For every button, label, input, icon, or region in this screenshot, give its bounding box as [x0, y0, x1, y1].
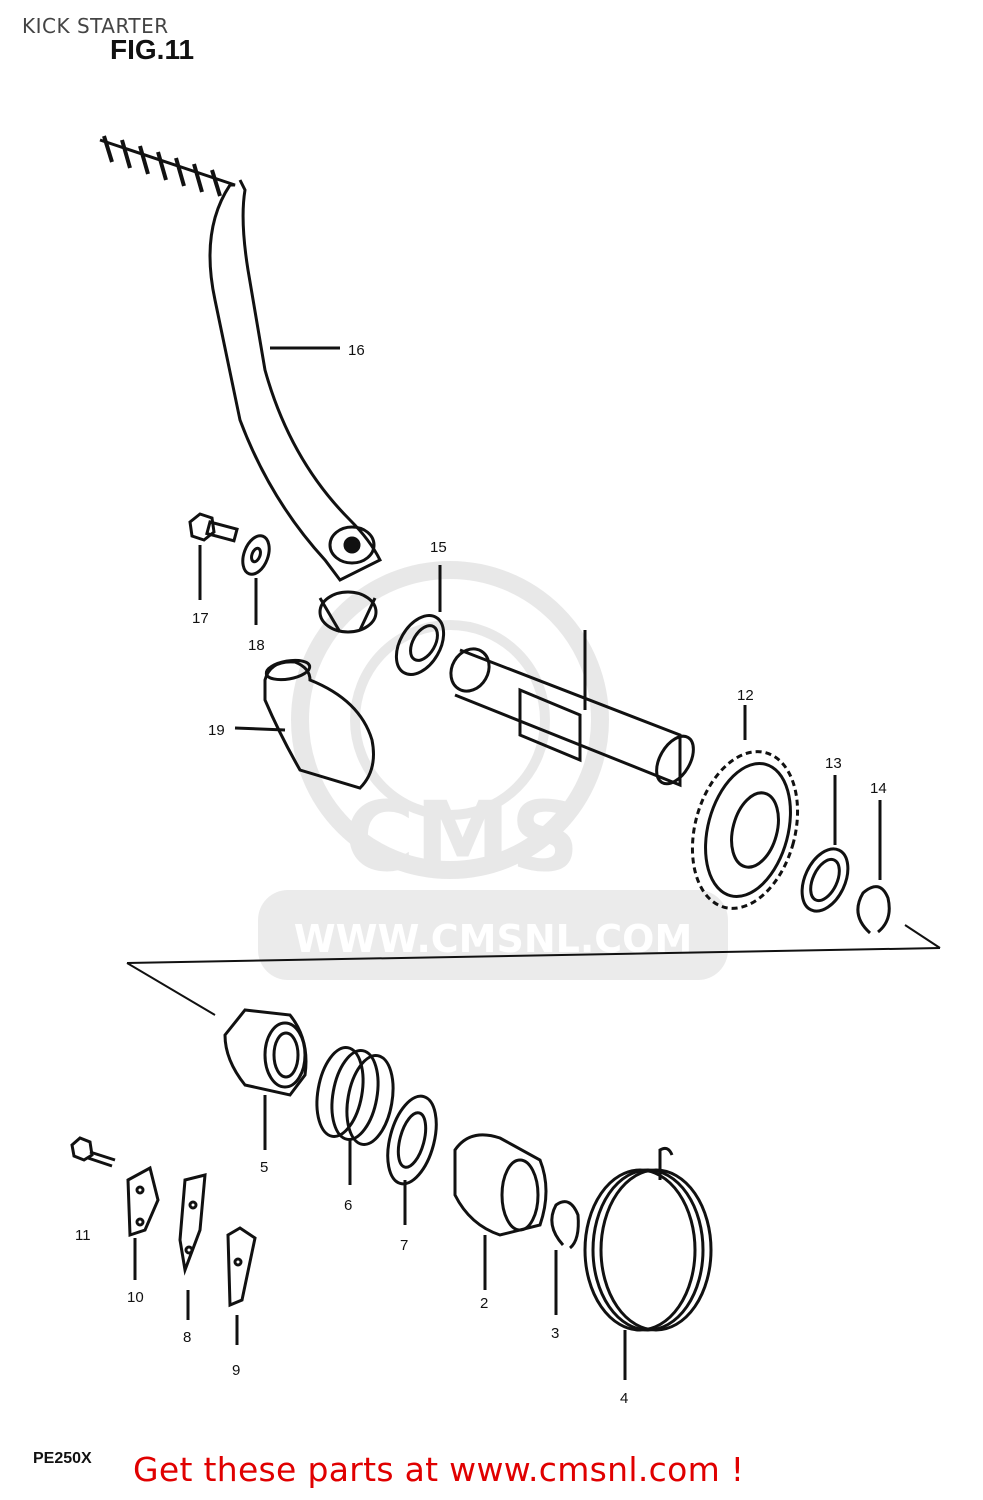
- label-5: 5: [260, 1159, 268, 1176]
- part-13-washer[interactable]: [793, 775, 857, 918]
- footer-cta-link[interactable]: Get these parts at www.cmsnl.com !: [133, 1450, 745, 1489]
- label-15: 15: [430, 539, 447, 556]
- part-3-circlip[interactable]: [550, 1200, 580, 1315]
- label-19: 19: [208, 722, 225, 739]
- label-9: 9: [232, 1362, 240, 1379]
- callout-labels: 16 15 17 18 19 12 13 14 5 6 7 2 3 4 11 1…: [75, 342, 887, 1407]
- part-4-return-spring[interactable]: [583, 1146, 713, 1380]
- label-14: 14: [870, 780, 887, 797]
- part-5-kick-guide[interactable]: [223, 1008, 308, 1150]
- figure-number: FIG.11: [110, 34, 195, 65]
- label-16: 16: [348, 342, 365, 359]
- part-6-spring[interactable]: [311, 1044, 400, 1185]
- part-16-kick-lever[interactable]: [99, 135, 383, 634]
- part-8-stopper-plate[interactable]: [178, 1173, 207, 1320]
- label-12: 12: [737, 687, 754, 704]
- assembly-divider: [126, 924, 941, 1016]
- part-14-circlip[interactable]: [856, 800, 891, 935]
- part-17-bolt[interactable]: [188, 512, 239, 600]
- label-7: 7: [400, 1237, 408, 1254]
- part-18-washer[interactable]: [238, 532, 274, 625]
- label-8: 8: [183, 1329, 191, 1346]
- label-18: 18: [248, 637, 265, 654]
- label-10: 10: [127, 1289, 144, 1306]
- part-7-washer[interactable]: [379, 1091, 445, 1225]
- page-title: KICK STARTER: [22, 14, 169, 38]
- model-code: PE250X: [33, 1450, 92, 1467]
- part-10-plate[interactable]: [126, 1165, 160, 1280]
- part-2-ratchet[interactable]: [453, 1133, 548, 1290]
- part-11-bolt[interactable]: [70, 1136, 116, 1168]
- watermark-brand: CMS: [344, 781, 579, 893]
- label-11: 11: [75, 1227, 91, 1244]
- part-15-oil-seal[interactable]: [387, 565, 454, 683]
- label-6: 6: [344, 1197, 352, 1214]
- label-17: 17: [192, 610, 209, 627]
- label-2: 2: [480, 1295, 488, 1312]
- part-1-kick-shaft[interactable]: [443, 630, 701, 790]
- part-12-kick-gear[interactable]: [676, 705, 814, 920]
- part-19-boot[interactable]: [234, 657, 375, 790]
- label-13: 13: [825, 755, 842, 772]
- part-9-plate[interactable]: [226, 1226, 257, 1345]
- label-4: 4: [620, 1390, 628, 1407]
- label-3: 3: [551, 1325, 559, 1342]
